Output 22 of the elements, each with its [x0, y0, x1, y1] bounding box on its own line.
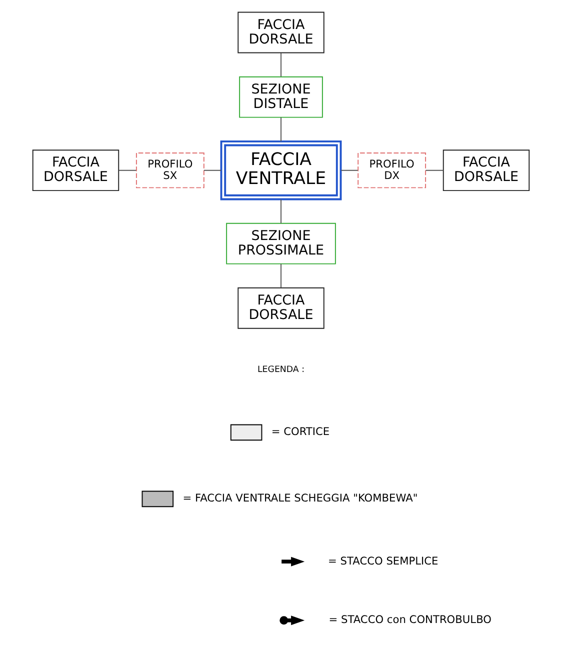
label: LEGENDA : — [257, 364, 305, 375]
legend-label: = STACCO SEMPLICE — [328, 555, 438, 568]
node-box: PROFILO DX — [358, 152, 426, 188]
node-box: FACCIA DORSALE — [32, 150, 120, 192]
node-box: FACCIA DORSALE — [238, 287, 324, 329]
node-box: FACCIA VENTRALE — [220, 140, 342, 200]
node-box: SEZIONE PROSSIMALE — [226, 222, 336, 264]
node-box: SEZIONE DISTALE — [239, 76, 323, 118]
connector — [280, 117, 282, 142]
connector — [203, 170, 222, 171]
connector — [280, 52, 282, 77]
connector — [425, 170, 444, 171]
node-box: FACCIA DORSALE — [442, 150, 530, 192]
connector — [280, 199, 282, 224]
connector — [280, 264, 282, 288]
legend-label: = FACCIA VENTRALE SCHEGGIA "KOMBEWA" — [182, 492, 418, 505]
connector — [340, 170, 358, 171]
node-box: FACCIA DORSALE — [238, 12, 324, 54]
legend-label: = CORTICE — [271, 426, 330, 438]
node-box: PROFILO SX — [136, 152, 204, 188]
connector — [118, 170, 137, 171]
legend-label: = STACCO con CONTROBULBO — [328, 614, 492, 626]
